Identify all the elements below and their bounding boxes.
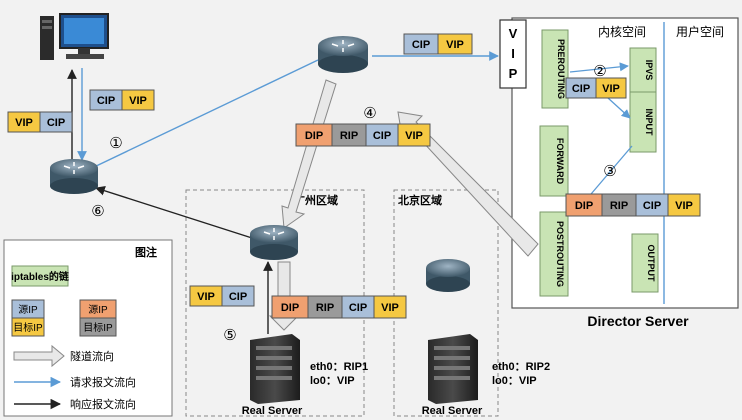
region-beijing-label: 北京区域 [398,193,442,207]
packet-vip-text: VIP [197,291,215,303]
packet-vip-text: VIP [602,83,620,95]
legend-chain-label: iptables的链 [11,270,70,283]
packet-vip-text: VIP [381,302,399,314]
rs2-lo-label: lo0：VIP [492,375,537,387]
packet-server-response: VIP CIP [189,285,255,307]
chain-output-label: OUTPUT [646,245,656,283]
legend-dst-ip-vip: 目标IP [13,322,43,334]
chain-output: OUTPUT [631,233,659,293]
packet-tunnel-mid: DIP RIP CIP VIP [295,123,431,147]
vip-letter-p: P [509,66,518,81]
user-space-label: 用户空间 [676,24,724,39]
legend-title: 图注 [135,245,157,259]
request-line-client-to-router [91,59,319,169]
client-computer [40,13,109,60]
packet-vip-text: VIP [15,117,33,129]
packet-cip-text: CIP [643,200,661,212]
packet-vip-text: VIP [446,39,464,51]
step-3-label: ③ [603,163,616,180]
legend-src-ip-dip: 源IP [88,303,108,316]
packet-cip-text: CIP [229,291,247,303]
chain-forward-label: FORWARD [555,138,565,185]
legend-tunnel-label: 隧道流向 [70,349,114,363]
packet-rip-text: RIP [340,130,358,142]
kernel-space-label: 内核空间 [598,25,646,39]
packet-tunnel-gz: DIP RIP CIP VIP [271,295,407,319]
vip-letter-i: I [511,46,515,61]
step-2-label: ② [593,63,606,80]
legend-src-ip-cip: 源IP [18,303,38,316]
rs2-name: Real Server [422,405,483,417]
chain-ipvs-label: IPVS [644,60,654,81]
rs1-lo-label: lo0：VIP [310,375,355,387]
chain-postrouting: POSTROUTING [539,211,569,297]
packet-cip-text: CIP [412,39,430,51]
tunnel-router-to-gzrouter [281,79,337,229]
packet-rip-text: RIP [610,200,628,212]
packet-dip-text: DIP [281,302,299,314]
chain-prerouting: PREROUTING [541,29,569,109]
director-server-title: Director Server [587,313,689,329]
vip-vertical-box: V I P [499,19,527,89]
legend-response-label: 响应报文流向 [70,397,136,411]
step-4-label: ④ [363,105,376,122]
legend-dst-ip-rip: 目标IP [83,322,113,334]
chain-postrouting-label: POSTROUTING [555,221,565,287]
packet-cip-text: CIP [97,95,115,107]
packet-vip-text: VIP [405,130,423,142]
packet-dip-text: DIP [305,130,323,142]
real-server-1-icon [250,334,300,404]
chain-ipvs: IPVS [629,47,657,93]
vip-letter-v: V [509,26,518,41]
chain-input-label: INPUT [644,109,654,137]
packet-to-director: CIP VIP [403,33,473,55]
packet-cip-text: CIP [47,117,65,129]
packet-director-post: DIP RIP CIP VIP [565,193,701,217]
packet-dip-text: DIP [575,200,593,212]
packet-cip-text: CIP [373,130,391,142]
response-line-to-client-router [95,186,253,239]
rs1-eth-label: eth0：RIP1 [310,361,368,373]
beijing-router-icon [426,259,470,292]
packet-director-pre: CIP VIP [565,77,627,99]
main-router-icon [318,36,368,73]
step-1-label: ① [109,135,122,152]
legend-tunnel-arrow-icon [13,344,65,368]
legend-request-label: 请求报文流向 [70,375,136,389]
region-guangzhou-label: 广州区域 [294,193,338,207]
packet-cip-text: CIP [572,83,590,95]
packet-client-response: VIP CIP [7,111,73,133]
client-router-icon [50,159,98,194]
chain-prerouting-label: PREROUTING [556,39,566,99]
packet-cip-text: CIP [349,302,367,314]
chain-forward: FORWARD [539,125,569,197]
rs1-name: Real Server [242,405,303,417]
chain-input: INPUT [629,91,657,153]
real-server-2-icon [428,334,478,404]
packet-vip-text: VIP [675,200,693,212]
rs2-eth-label: eth0：RIP2 [492,361,550,373]
packet-rip-text: RIP [316,302,334,314]
step-6-label: ⑥ [91,203,104,220]
guangzhou-router-icon [250,225,298,260]
legend: 图注 iptables的链 源IP 目标IP 源IP 目标IP 隧道流向 请求报… [3,239,173,417]
step-5-label: ⑤ [223,327,236,344]
packet-client-request: CIP VIP [89,89,155,111]
packet-vip-text: VIP [129,95,147,107]
